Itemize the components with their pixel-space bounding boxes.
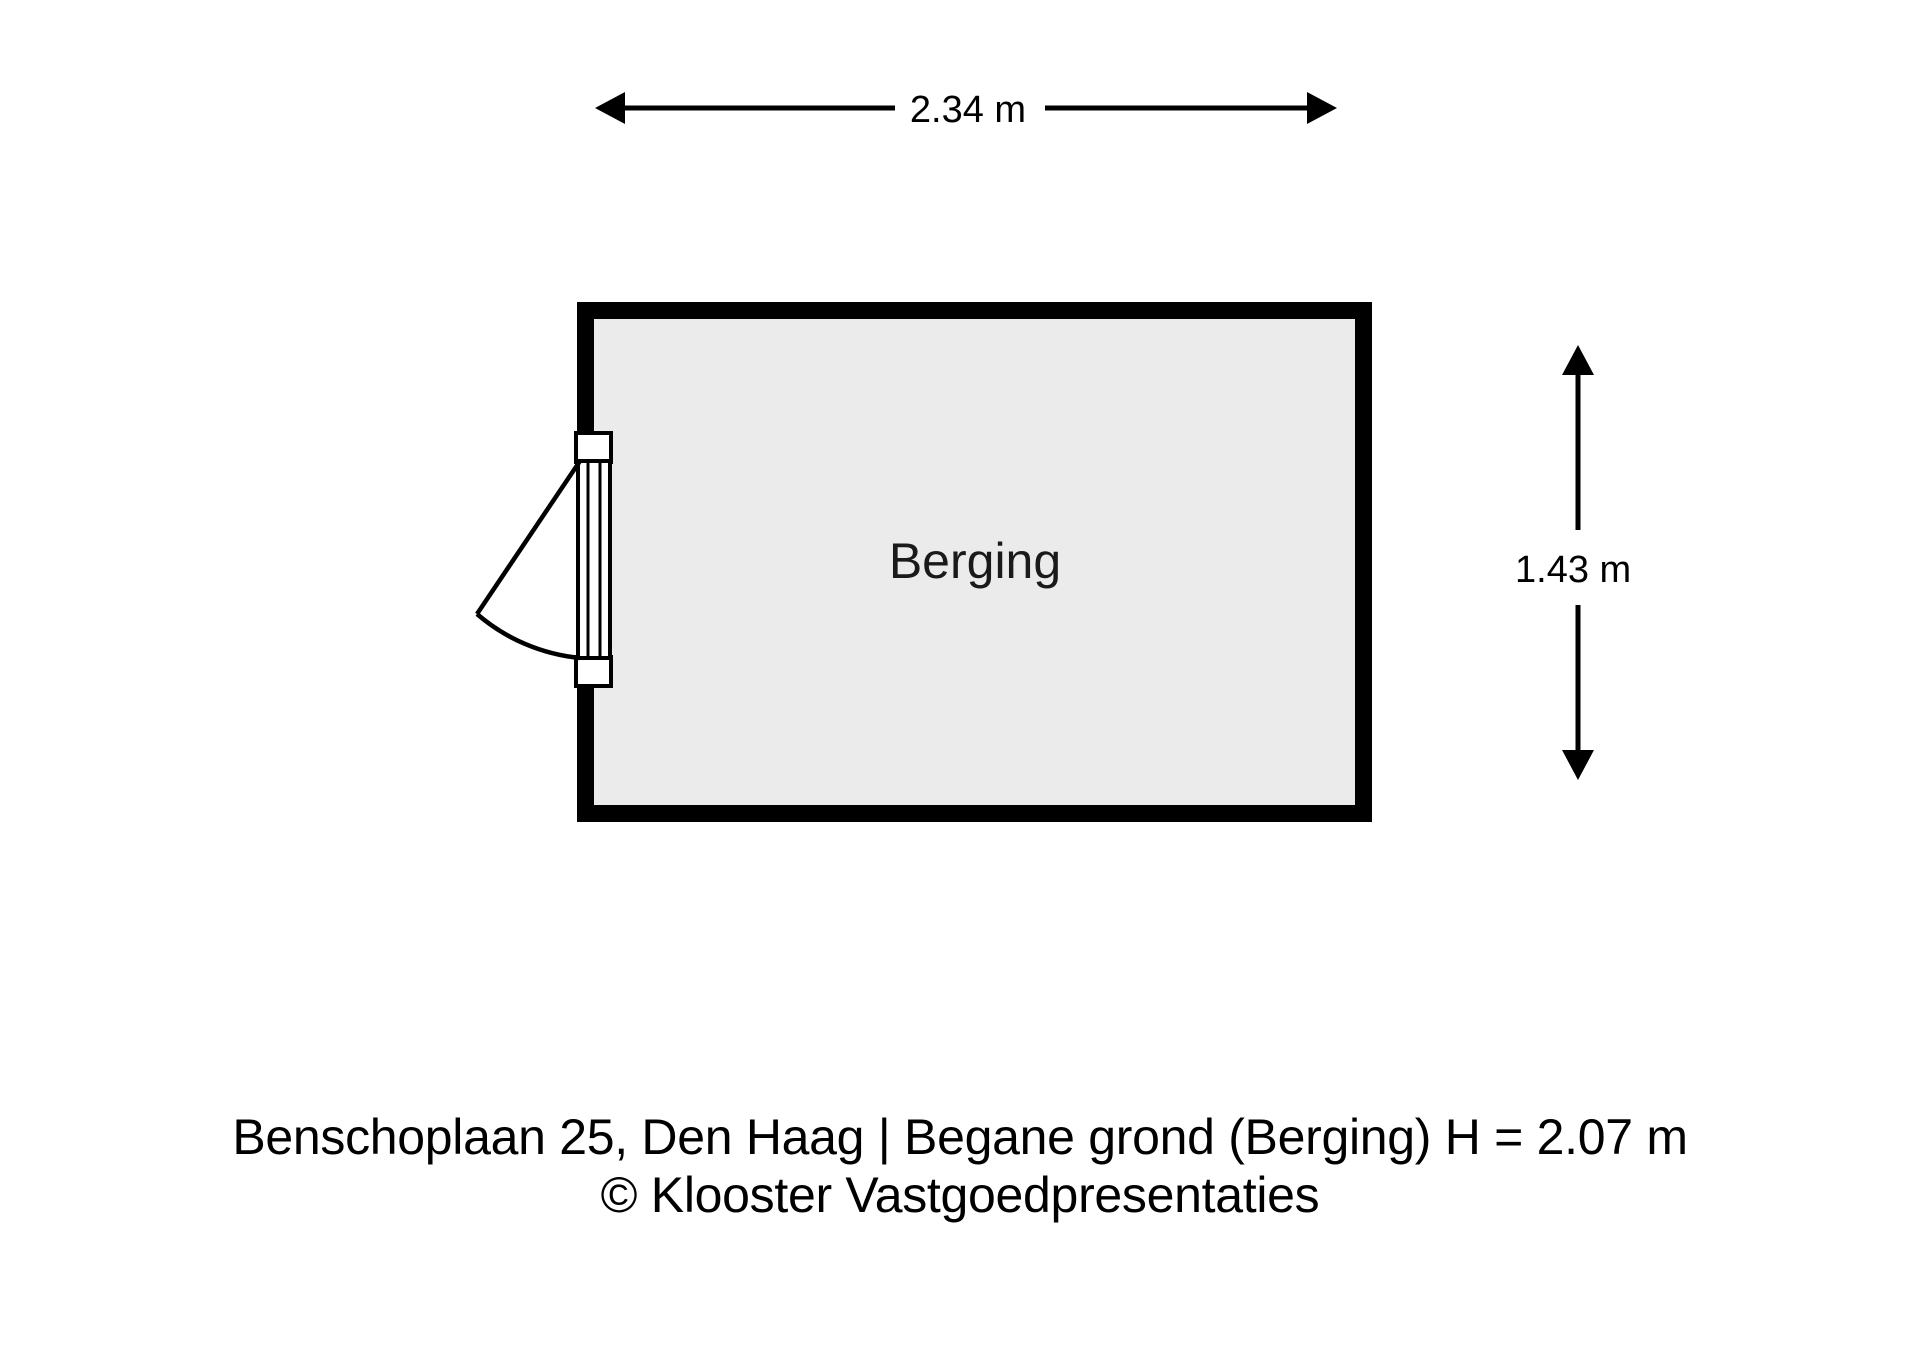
room-floor-area: [594, 319, 1355, 805]
height-dimension-arrow: [1562, 345, 1594, 780]
caption-copyright-line: © Klooster Vastgoedpresentaties: [600, 1167, 1320, 1223]
door-swing-arc: [475, 459, 582, 661]
caption-block: Benschoplaan 25, Den Haag | Begane grond…: [0, 1108, 1920, 1224]
door-leaf: [576, 459, 612, 660]
width-dimension-arrow: [595, 92, 1337, 124]
height-dimension-label: 1.43 m: [1515, 549, 1631, 591]
door-jamb-top: [574, 431, 613, 464]
width-dimension-label: 2.34 m: [910, 89, 1026, 131]
caption-title-line: Benschoplaan 25, Den Haag | Begane grond…: [232, 1109, 1688, 1165]
room-label: Berging: [889, 533, 1061, 589]
door-jamb-bottom: [574, 655, 613, 688]
